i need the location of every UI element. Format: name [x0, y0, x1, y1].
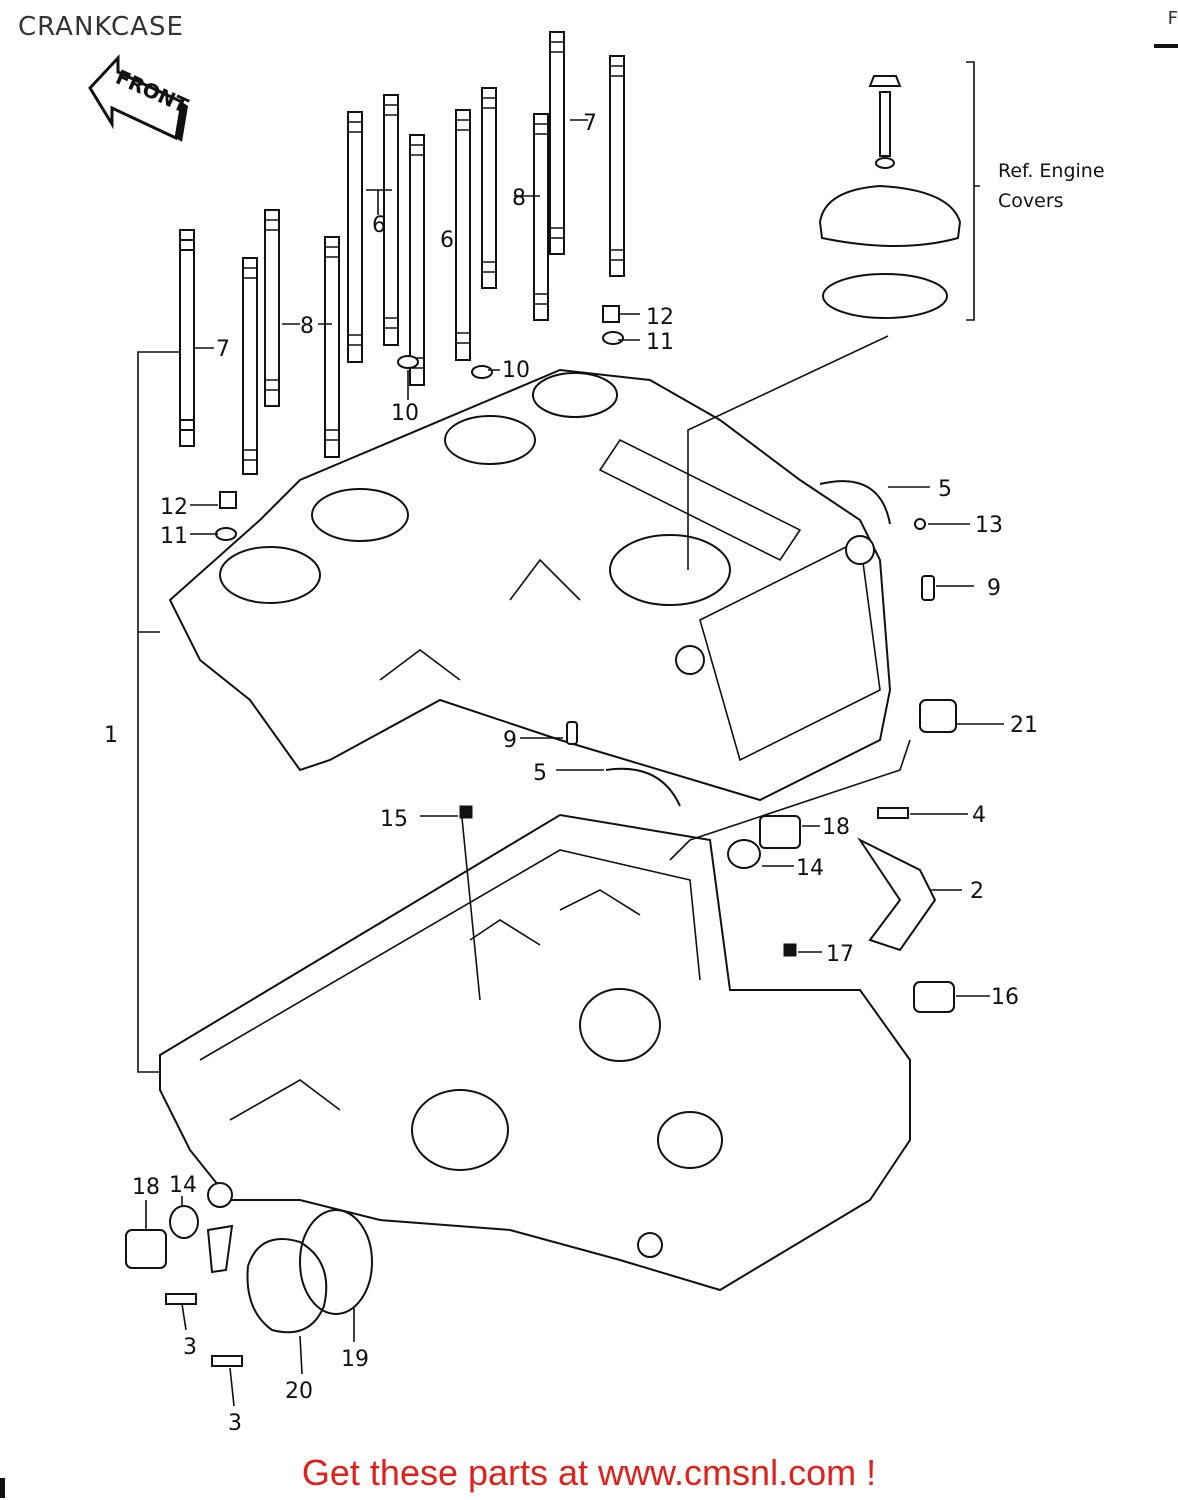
callout-13: 13	[975, 513, 1003, 538]
stud	[481, 87, 497, 289]
upper-crankcase	[168, 368, 892, 802]
callout-15: 15	[380, 807, 408, 832]
callout-21: 21	[1010, 713, 1038, 738]
ref-note-line2: Covers	[998, 190, 1064, 212]
footer-link-text[interactable]: Get these parts at www.cmsnl.com !	[301, 1452, 877, 1493]
callout-7b: 7	[216, 337, 230, 362]
leader-lines	[145, 119, 1004, 1407]
callout-labels: 1 2 3 3 4 5 5 6 6 7 7 8 8 9 9 10 10 11 1…	[104, 111, 1038, 1436]
callout-10b: 10	[391, 401, 419, 426]
callout-4: 4	[972, 803, 986, 828]
stud	[409, 134, 425, 386]
callout-12a: 12	[646, 305, 674, 330]
stud	[242, 257, 258, 475]
callout-5a: 5	[938, 477, 952, 502]
cylinder-studs	[179, 31, 625, 475]
callout-9a: 9	[987, 576, 1001, 601]
stud	[324, 236, 340, 458]
callout-7a: 7	[583, 111, 597, 136]
callout-5b: 5	[533, 761, 547, 786]
callout-16: 16	[991, 985, 1019, 1010]
callout-9b: 9	[503, 728, 517, 753]
callout-1: 1	[104, 723, 118, 748]
callout-12b: 12	[160, 495, 188, 520]
small-parts	[125, 305, 957, 1367]
callout-6b: 6	[440, 228, 454, 253]
stud	[264, 209, 280, 407]
callout-8b: 8	[300, 314, 314, 339]
callout-6a: 6	[372, 213, 386, 238]
callout-3a: 3	[183, 1335, 197, 1360]
callout-2: 2	[970, 879, 984, 904]
callout-10a: 10	[502, 358, 530, 383]
stud	[533, 113, 549, 321]
callout-19: 19	[341, 1347, 369, 1372]
stud	[549, 31, 565, 255]
corner-bar	[1154, 44, 1178, 48]
callout-11a: 11	[646, 330, 674, 355]
callout-18b: 18	[132, 1175, 160, 1200]
callout-20: 20	[285, 1379, 313, 1404]
callout-11b: 11	[160, 524, 188, 549]
stud	[179, 229, 195, 447]
stud	[455, 109, 471, 361]
left-edge-mark	[0, 1478, 5, 1498]
callout-14b: 14	[169, 1173, 197, 1198]
callout-17: 17	[826, 942, 854, 967]
engine-cover-assembly	[687, 61, 980, 570]
ref-note-line1: Ref. Engine	[998, 160, 1105, 182]
corner-mark: F	[1167, 8, 1178, 29]
callout-8a: 8	[512, 186, 526, 211]
stud	[609, 55, 625, 277]
callout-14a: 14	[796, 856, 824, 881]
lower-crankcase	[159, 813, 911, 1292]
callout-18a: 18	[822, 815, 850, 840]
callout-3b: 3	[228, 1411, 242, 1436]
crankcase-exploded-diagram: FRONT	[88, 31, 1105, 1436]
stud	[347, 111, 363, 363]
front-arrow-icon: FRONT	[88, 54, 192, 142]
stud	[383, 94, 399, 346]
page-title: CRANKCASE	[18, 12, 184, 42]
